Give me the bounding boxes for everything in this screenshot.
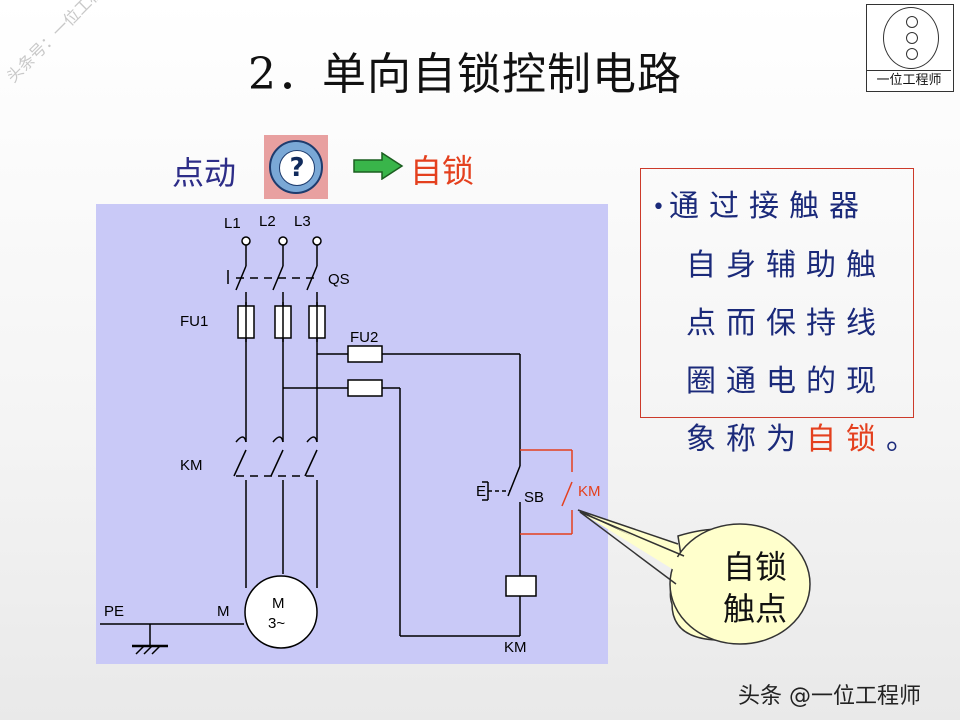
label-l1: L1 [224, 215, 241, 232]
footer-credit: 头条 @一位工程师 [738, 684, 921, 709]
label-fu2: FU2 [350, 329, 378, 346]
motor-symbol [244, 575, 318, 649]
selflock-label: 自锁 [410, 152, 475, 190]
jog-label: 点动 [172, 154, 237, 192]
watermark: 头条号：一位工程师 [2, 0, 119, 87]
terminal-l3 [312, 236, 322, 246]
label-l3: L3 [294, 213, 311, 230]
question-mark-icon: ? [269, 140, 323, 194]
label-sb: SB [524, 489, 544, 506]
selflock-highlight: 自锁 [806, 421, 886, 457]
callout-bubble [577, 509, 811, 645]
logo-label: 一位工程师 [867, 70, 951, 91]
label-km-aux: KM [578, 483, 601, 500]
description-text: •通过接触器 自身辅助触 点而保持线 圈通电的现 象称为自锁。 [652, 178, 942, 469]
label-qs: QS [328, 271, 350, 288]
label-pe: PE [104, 603, 124, 620]
terminal-l1 [241, 236, 251, 246]
terminal-l2 [278, 236, 288, 246]
logo-seal-icon [883, 7, 939, 69]
label-l2: L2 [259, 213, 276, 230]
desc-line-4: 圈通电的现 [686, 363, 886, 399]
help-button[interactable]: ? [264, 135, 328, 199]
description-box [640, 168, 914, 418]
right-arrow-icon[interactable] [352, 152, 404, 180]
desc-line-1: 通过接触器 [668, 189, 869, 224]
callout-line-2: 触点 [722, 590, 787, 628]
label-motor-m: M [272, 595, 285, 612]
desc-line-5: 象称为自锁。 [686, 421, 926, 457]
label-motor-3: 3~ [268, 615, 285, 632]
label-switch-e: E [476, 483, 486, 500]
logo: 一位工程师 [866, 4, 954, 92]
label-fu1: FU1 [180, 313, 208, 330]
callout-line-1: 自锁 [722, 548, 787, 586]
callout-text: 自锁 触点 [700, 546, 810, 630]
km-coil [505, 575, 537, 597]
desc-line-2: 自身辅助触 [686, 247, 886, 283]
label-km-main: KM [180, 457, 203, 474]
label-m: M [217, 603, 230, 620]
circuit-diagram: L1 L2 L3 QS FU1 FU2 [96, 204, 608, 664]
desc-line-3: 点而保持线 [686, 305, 886, 341]
label-km-coil: KM [504, 639, 527, 656]
page-title: 2．单向自锁控制电路 [248, 49, 682, 100]
